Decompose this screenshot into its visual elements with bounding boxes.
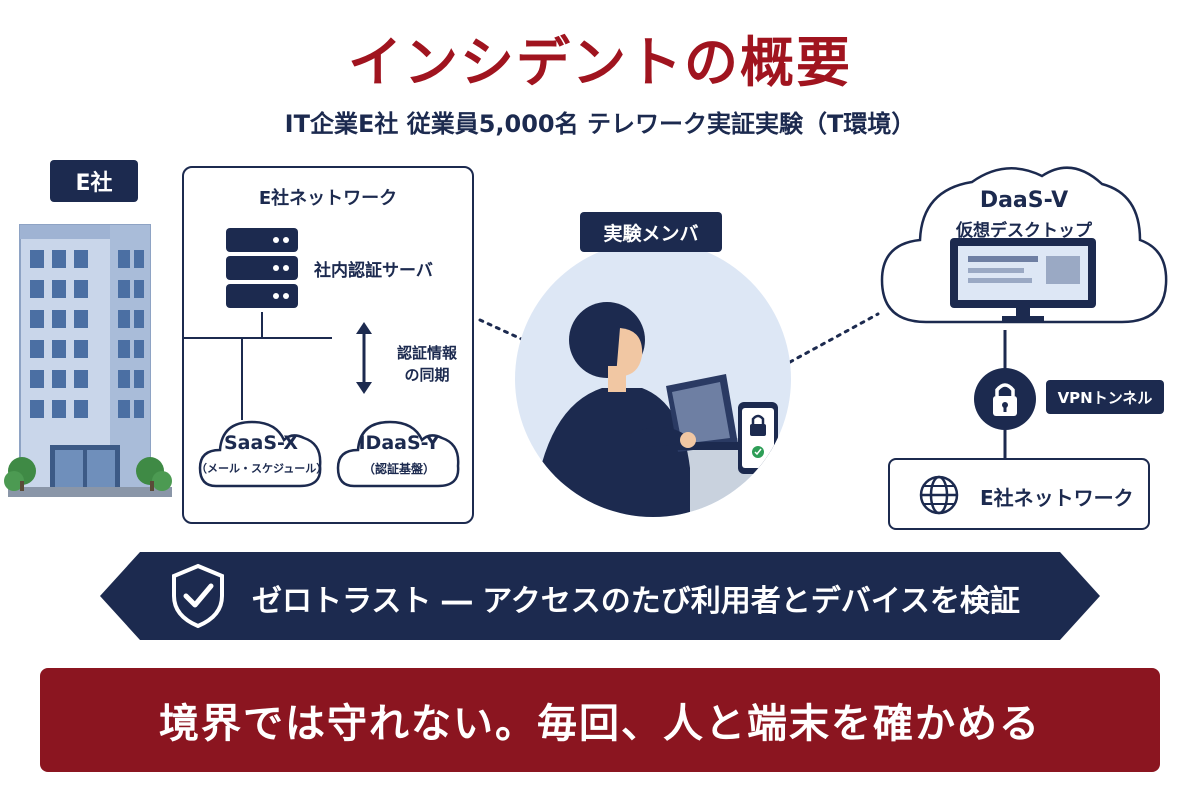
office-building-icon [4,224,172,497]
sync-label-line2: の同期 [404,366,450,384]
daas-cloud-icon [880,166,1168,324]
zero-trust-text: ゼロトラスト ― アクセスのたび利用者とデバイスを検証 [252,584,1020,619]
network-connector-lines [182,312,332,420]
page-title: インシデントの概要 [348,31,852,94]
lock-icon [974,368,1036,430]
key-message-bar: 境界では守れない。毎回、人と端末を確かめる [40,668,1160,772]
daas-desc: 仮想デスクトップ [956,221,1092,241]
destination-network-label: E社ネットワーク [980,486,1134,510]
key-message-text: 境界では守れない。毎回、人と端末を確かめる [159,701,1041,747]
page-subtitle: IT企業E社 従業員5,000名 テレワーク実証実験（T環境） [284,110,916,138]
network-title: E社ネットワーク [258,188,398,209]
saas-name: SaaS-X [224,432,298,454]
vpn-tunnel-label: VPNトンネル [1046,380,1164,414]
saas-cloud-icon [198,420,322,488]
sync-label-line1: 認証情報 [396,344,457,362]
idaas-desc: （認証基盤） [362,462,435,476]
idaas-name: IDaaS-Y [358,432,440,454]
daas-name: DaaS-V [979,188,1069,213]
sync-arrow-icon [356,322,372,394]
server-icon [226,228,298,308]
dotted-connectors [478,312,880,364]
saas-desc: （メール・スケジュール） [196,462,328,475]
remote-worker-illustration [515,241,791,517]
sync-label: 認証情報 の同期 [382,342,472,386]
shield-check-icon [172,563,224,629]
globe-icon [919,475,959,515]
auth-server-label: 社内認証サーバ [314,261,433,281]
company-label: E社 [50,160,138,202]
idaas-cloud-icon [336,420,460,488]
zero-trust-banner [100,552,1100,640]
member-label: 実験メンバ [580,212,722,252]
